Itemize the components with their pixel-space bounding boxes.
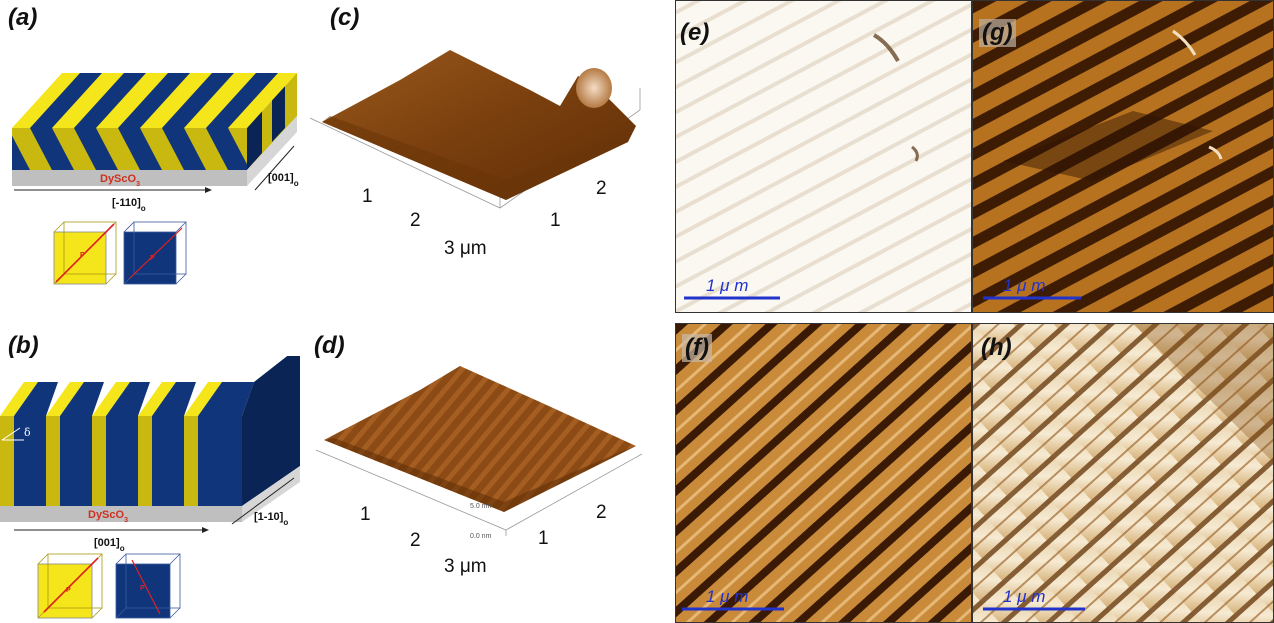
- svg-text:DyScO3: DyScO3: [100, 173, 140, 188]
- cube-blue-b: P: [115, 553, 181, 619]
- substrate-label-b: DyScO: [88, 509, 125, 521]
- image-panel-h: 1 μ m (h): [972, 323, 1274, 623]
- topo-d-tick-left-2: 2: [410, 530, 421, 551]
- topo-d-tick-right-1: 1: [538, 528, 549, 549]
- cube-yellow-a: P: [53, 221, 117, 285]
- svg-text:[001]o: [001]o: [94, 537, 125, 553]
- panel-label-f: (f): [682, 334, 712, 362]
- topo-c-tick-right-2: 2: [596, 178, 607, 199]
- topo-d-tick-left-1: 1: [360, 504, 371, 525]
- direction-side-a: [001]: [268, 172, 294, 184]
- topo-c-tick-left-2: 2: [410, 210, 421, 231]
- scalebar-label-h: 1 μ m: [1003, 587, 1045, 606]
- panel-label-e: (e): [680, 19, 710, 46]
- image-panel-g: 1 μ m (g): [972, 0, 1274, 313]
- topography-c: 1 2 3 μm 1 2: [310, 50, 641, 259]
- topography-d: 5.0 nm 0.0 nm 1 2 3 μm 1 2: [315, 366, 643, 577]
- svg-text:P: P: [66, 587, 71, 594]
- topo-c-tick-right-1: 1: [550, 210, 561, 231]
- panel-label-b: (b): [8, 332, 39, 359]
- svg-text:[-110]o: [-110]o: [112, 197, 146, 213]
- scalebar-label-f: 1 μ m: [706, 587, 748, 606]
- cube-blue-a: P: [123, 221, 187, 285]
- svg-text:DyScO3: DyScO3: [88, 509, 128, 524]
- svg-text:P: P: [80, 252, 85, 259]
- schematic-b: δ DyScO3 [001]o [1-10]o P P: [0, 356, 300, 619]
- direction-bottom-b: [001]: [94, 537, 120, 549]
- cube-yellow-b: P: [37, 553, 103, 619]
- panel-label-g: (g): [979, 19, 1016, 47]
- svg-text:P: P: [150, 255, 155, 262]
- svg-text:P: P: [140, 585, 145, 592]
- substrate-label-a: DyScO: [100, 173, 137, 185]
- topo-d-z-top: 5.0 nm: [470, 503, 492, 510]
- svg-text:[1-10]o: [1-10]o: [254, 511, 288, 527]
- image-panel-f: 1 μ m (f): [675, 323, 972, 623]
- direction-side-b: [1-10]: [254, 511, 284, 523]
- schematic-a: DyScO3 [-110]o [001]o P P: [12, 73, 299, 285]
- direction-bottom-a: [-110]: [112, 197, 141, 209]
- panel-label-d: (d): [314, 332, 345, 359]
- topo-d-tick-right-2: 2: [596, 502, 607, 523]
- topo-c-tick-left-3: 3 μm: [444, 238, 487, 259]
- panel-label-c: (c): [330, 4, 360, 31]
- panel-label-a: (a): [8, 4, 38, 31]
- angle-label: δ: [24, 426, 31, 439]
- svg-text:[001]o: [001]o: [268, 172, 299, 188]
- scalebar-label-g: 1 μ m: [1003, 276, 1045, 295]
- topo-c-tick-left-1: 1: [362, 186, 373, 207]
- scalebar-label-e: 1 μ m: [706, 276, 748, 295]
- topo-d-z-bottom: 0.0 nm: [470, 533, 492, 540]
- panel-label-h: (h): [981, 334, 1012, 361]
- image-panel-e: 1 μ m (e): [675, 0, 972, 313]
- topo-d-tick-left-3: 3 μm: [444, 556, 487, 577]
